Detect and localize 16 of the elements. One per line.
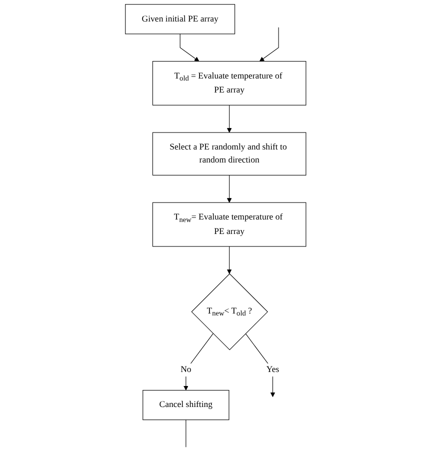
arrow xyxy=(226,174,232,203)
edge-label: No xyxy=(180,365,192,374)
arrow xyxy=(226,104,232,133)
node-diamond: T$_{new}$< T$_{old}$ ? xyxy=(191,273,268,350)
arrow xyxy=(180,34,200,62)
arrow xyxy=(183,333,214,390)
node-box: Cancel shifting xyxy=(142,390,230,420)
node-box: T$_{new}$= Evaluate temperature of PE array xyxy=(152,202,306,247)
arrow xyxy=(226,246,232,274)
arrow xyxy=(259,27,279,62)
edge-label: Yes xyxy=(266,365,279,374)
node-box: Select a PE randomly and shift to random direction xyxy=(152,132,306,176)
node-box: Given initial PE array xyxy=(124,4,235,34)
arrow xyxy=(245,333,275,398)
node-box: T$_{old}$ = Evaluate temperature of PE array xyxy=(152,61,306,106)
connector xyxy=(185,420,186,448)
